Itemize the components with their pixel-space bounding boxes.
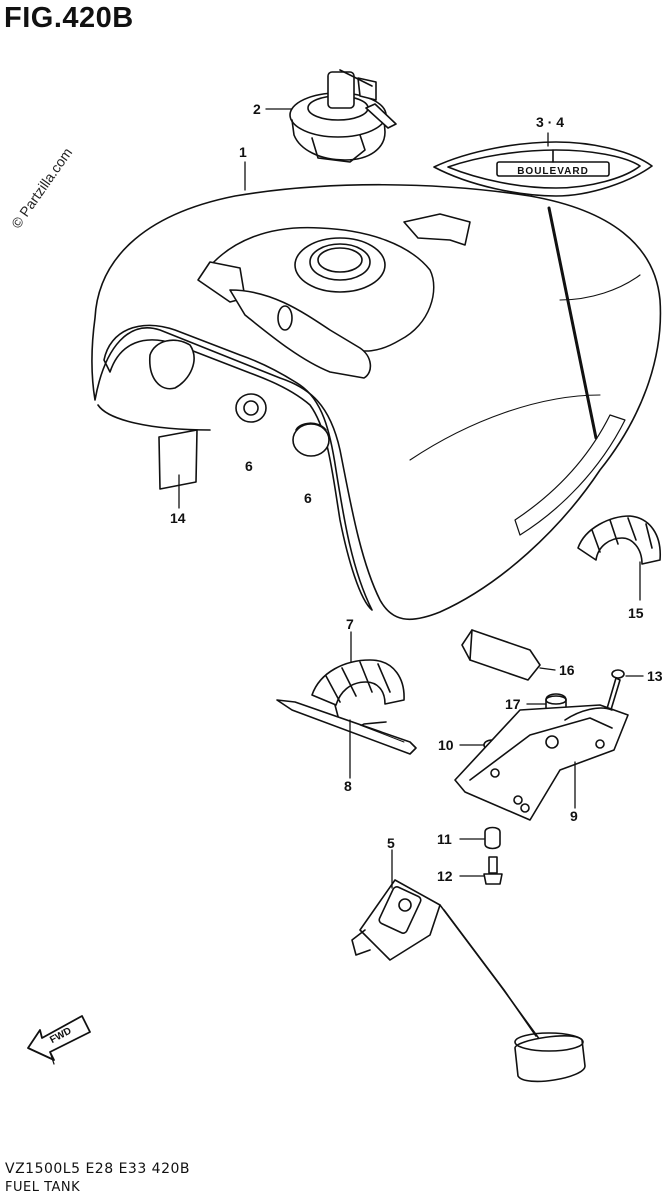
callout-leaders (178, 108, 644, 889)
fuel-level-sender-5[interactable] (351, 879, 586, 1083)
callout-13[interactable]: 13 (647, 668, 663, 684)
fwd-arrow-icon (27, 1015, 91, 1065)
fuel-cap[interactable] (289, 69, 397, 163)
figure-title: FIG.420B (4, 2, 134, 34)
pad-16[interactable] (461, 629, 541, 681)
callout-14[interactable]: 14 (170, 510, 186, 526)
callout-11[interactable]: 11 (437, 831, 452, 847)
emblem-leader-line (547, 206, 598, 440)
diagram-name: FUEL TANK (5, 1180, 81, 1195)
bolt-13[interactable] (605, 669, 625, 714)
grommet-6b[interactable] (292, 422, 330, 457)
callout-16[interactable]: 16 (559, 662, 575, 678)
boulevard-emblem[interactable] (433, 141, 653, 197)
grommet-6a[interactable] (235, 393, 267, 423)
callout-2[interactable]: 2 (253, 101, 261, 117)
callout-6a[interactable]: 6 (245, 458, 253, 474)
cable-tie-8[interactable] (276, 699, 417, 755)
callout-10[interactable]: 10 (438, 737, 454, 753)
callout-17[interactable]: 17 (505, 696, 521, 712)
cushion-11[interactable] (484, 826, 501, 850)
callout-1[interactable]: 1 (239, 144, 247, 160)
cushion-15[interactable] (577, 515, 661, 565)
callout-9[interactable]: 9 (570, 808, 578, 824)
callout-8[interactable]: 8 (344, 778, 352, 794)
callout-7[interactable]: 7 (346, 616, 354, 632)
bolt-12[interactable] (483, 856, 503, 885)
callout-6b[interactable]: 6 (304, 490, 312, 506)
callout-15[interactable]: 15 (628, 605, 644, 621)
fuel-tank[interactable] (91, 183, 662, 620)
callout-5[interactable]: 5 (387, 835, 395, 851)
callout-12[interactable]: 12 (437, 868, 453, 884)
diagram-code: VZ1500L5 E28 E33 420B (5, 1161, 191, 1177)
bracket-9[interactable] (454, 704, 629, 821)
callout-3-4[interactable]: 3 · 4 (536, 114, 565, 130)
emblem-text: BOULEVARD (517, 166, 589, 177)
